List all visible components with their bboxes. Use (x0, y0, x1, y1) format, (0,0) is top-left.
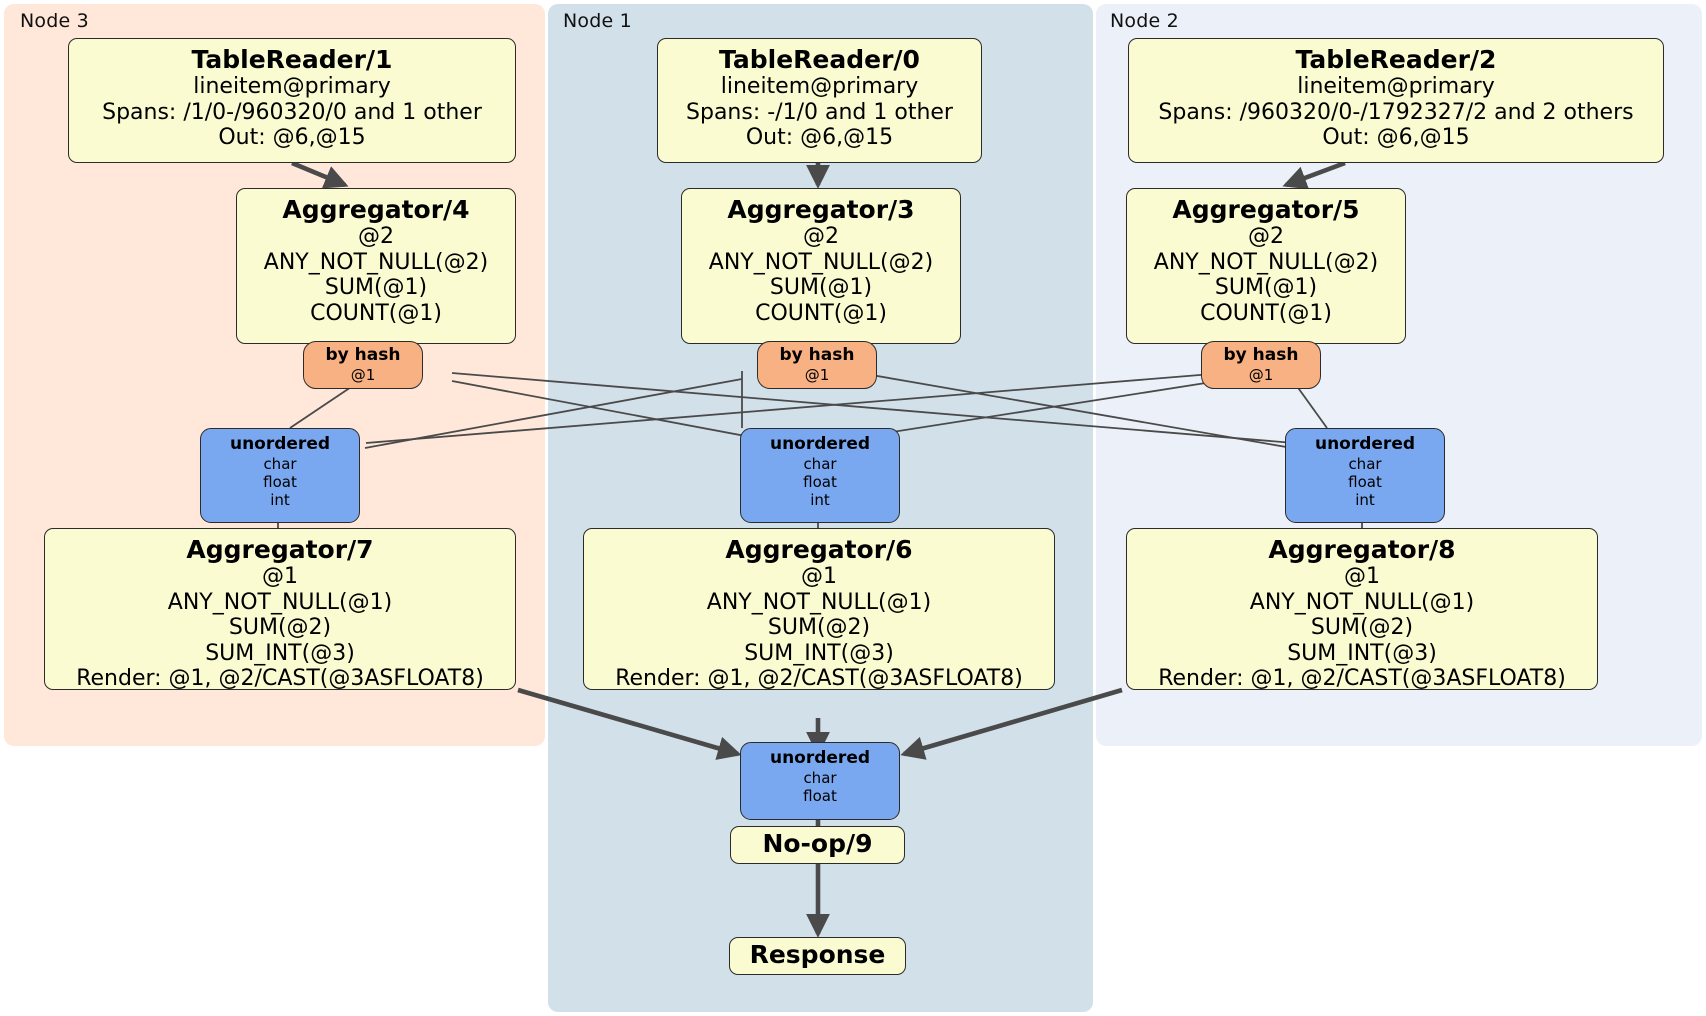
node-detail-line: @2 (358, 224, 394, 249)
stream-type: char (803, 454, 837, 473)
node-detail-line: SUM_INT(@3) (205, 640, 355, 666)
node-detail-line: @1 (1344, 564, 1380, 589)
node-title: Aggregator/5 (1172, 195, 1360, 224)
node-detail-line: ANY_NOT_NULL(@2) (263, 249, 489, 275)
node-detail-line: ANY_NOT_NULL(@1) (706, 589, 932, 615)
node-title: Aggregator/7 (186, 535, 374, 564)
node-title: TableReader/2 (1295, 45, 1497, 74)
processor-aggregator-4[interactable]: Aggregator/4 @2 ANY_NOT_NULL(@2) SUM(@1)… (236, 188, 516, 344)
stream-type: char (803, 768, 837, 787)
node-detail-line: ANY_NOT_NULL(@2) (1153, 249, 1379, 275)
node-detail-line: SUM_INT(@3) (744, 640, 894, 666)
stream-type: char (263, 454, 297, 473)
stream-type: int (810, 490, 830, 509)
node-detail-line: Out: @6,@15 (745, 125, 894, 151)
node-detail-line: Spans: /960320/0-/1792327/2 and 2 others (1158, 99, 1634, 125)
node-title: Aggregator/8 (1268, 535, 1456, 564)
node-detail-line: @2 (1248, 224, 1284, 249)
node-detail-line: SUM(@2) (228, 615, 332, 641)
panel-node-2-label: Node 2 (1110, 10, 1179, 32)
node-detail-line: SUM_INT(@3) (1287, 640, 1437, 666)
node-render-line: Render: @1, @2/CAST(@3ASFLOAT8) (76, 666, 484, 692)
node-detail-line: Out: @6,@15 (218, 125, 366, 151)
node-detail-line: Out: @6,@15 (1322, 125, 1470, 151)
processor-tablereader-1[interactable]: TableReader/1 lineitem@primary Spans: /1… (68, 38, 516, 163)
node-detail-line: SUM(@1) (769, 275, 873, 301)
router-by-hash-right[interactable]: by hash @1 (1201, 341, 1321, 389)
stream-type: float (1348, 472, 1382, 491)
router-detail-line: @1 (804, 365, 830, 384)
node-title: Aggregator/4 (282, 195, 470, 224)
node-render-line: Render: @1, @2/CAST(@3ASFLOAT8) (1158, 666, 1566, 692)
stream-type: int (270, 490, 290, 509)
processor-aggregator-5[interactable]: Aggregator/5 @2 ANY_NOT_NULL(@2) SUM(@1)… (1126, 188, 1406, 344)
panel-node-1-label: Node 1 (563, 10, 632, 32)
node-detail-line: COUNT(@1) (1200, 300, 1332, 326)
node-title: Response (749, 940, 886, 969)
node-detail-line: lineitem@primary (1297, 74, 1495, 99)
node-detail-line: lineitem@primary (720, 74, 919, 99)
stream-type: float (263, 472, 297, 491)
panel-node-3-label: Node 3 (20, 10, 89, 32)
processor-aggregator-6[interactable]: Aggregator/6 @1 ANY_NOT_NULL(@1) SUM(@2)… (583, 528, 1055, 692)
node-render-line: Render: @1, @2/CAST(@3ASFLOAT8) (615, 666, 1023, 692)
stream-type: int (1355, 490, 1375, 509)
router-by-hash-left[interactable]: by hash @1 (303, 341, 423, 389)
node-detail-line: COUNT(@1) (755, 300, 887, 326)
processor-aggregator-3[interactable]: Aggregator/3 @2 ANY_NOT_NULL(@2) SUM(@1)… (681, 188, 961, 344)
node-detail-line: @2 (803, 224, 839, 249)
processor-tablereader-0[interactable]: TableReader/0 lineitem@primary Spans: -/… (657, 38, 982, 163)
node-detail-line: Spans: /1/0-/960320/0 and 1 other (102, 99, 482, 125)
router-title: by hash (779, 345, 855, 365)
stream-title: unordered (769, 748, 871, 768)
node-detail-line: SUM(@2) (1310, 615, 1414, 641)
router-title: by hash (325, 345, 401, 365)
router-by-hash-middle[interactable]: by hash @1 (757, 341, 877, 389)
router-detail-line: @1 (350, 365, 376, 384)
node-detail-line: ANY_NOT_NULL(@2) (708, 249, 934, 275)
stream-title: unordered (229, 434, 331, 454)
node-title: Aggregator/3 (727, 195, 915, 224)
processor-aggregator-7[interactable]: Aggregator/7 @1 ANY_NOT_NULL(@1) SUM(@2)… (44, 528, 516, 692)
node-title: No-op/9 (762, 829, 873, 858)
node-detail-line: SUM(@1) (324, 275, 428, 301)
processor-aggregator-8[interactable]: Aggregator/8 @1 ANY_NOT_NULL(@1) SUM(@2)… (1126, 528, 1598, 692)
router-detail-line: @1 (1248, 365, 1274, 384)
stream-title: unordered (1314, 434, 1416, 454)
stream-title: unordered (769, 434, 871, 454)
node-detail-line: @1 (262, 564, 298, 589)
router-title: by hash (1223, 345, 1299, 365)
node-detail-line: @1 (801, 564, 837, 589)
stream-unordered-right[interactable]: unordered char float int (1285, 428, 1445, 523)
processor-tablereader-2[interactable]: TableReader/2 lineitem@primary Spans: /9… (1128, 38, 1664, 163)
stream-type: float (803, 786, 837, 805)
node-title: Aggregator/6 (725, 535, 913, 564)
processor-noop-9[interactable]: No-op/9 (730, 826, 905, 864)
node-detail-line: Spans: -/1/0 and 1 other (686, 99, 953, 125)
node-detail-line: ANY_NOT_NULL(@1) (167, 589, 393, 615)
node-detail-line: lineitem@primary (193, 74, 391, 99)
node-detail-line: SUM(@1) (1214, 275, 1318, 301)
stream-unordered-final[interactable]: unordered char float (740, 742, 900, 820)
stream-unordered-middle[interactable]: unordered char float int (740, 428, 900, 523)
stream-type: float (803, 472, 837, 491)
node-detail-line: COUNT(@1) (310, 300, 442, 326)
stream-unordered-left[interactable]: unordered char float int (200, 428, 360, 523)
node-detail-line: SUM(@2) (767, 615, 871, 641)
node-detail-line: ANY_NOT_NULL(@1) (1249, 589, 1475, 615)
stream-type: char (1348, 454, 1382, 473)
node-title: TableReader/1 (191, 45, 393, 74)
processor-response[interactable]: Response (729, 937, 906, 975)
node-title: TableReader/0 (719, 45, 920, 74)
